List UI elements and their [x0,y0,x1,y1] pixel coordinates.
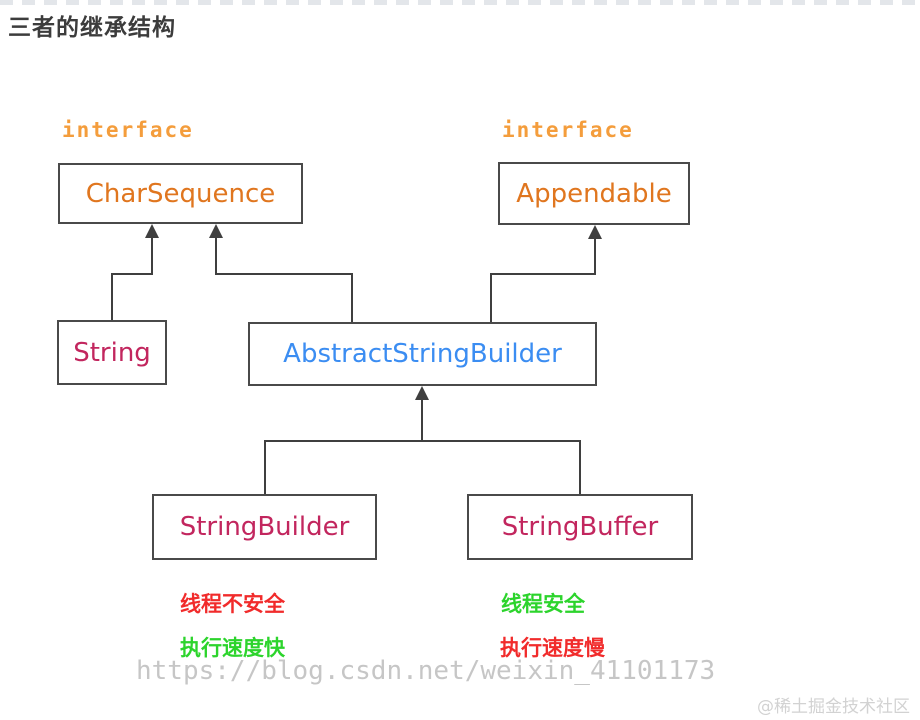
interface-stereotype-appendable: interface [502,118,634,142]
connector-children-to-asb [264,440,581,442]
top-dashed-divider [0,0,920,5]
node-appendable-label: Appendable [516,178,672,209]
node-abstract-string-builder: AbstractStringBuilder [248,322,597,386]
node-charsequence-label: CharSequence [85,178,276,209]
node-charsequence: CharSequence [58,163,303,224]
node-string-buffer: StringBuffer [467,494,693,560]
node-abstract-string-builder-label: AbstractStringBuilder [283,339,562,369]
connector-children-to-asb [421,399,423,441]
connector-asb-to-charsequence [215,237,217,275]
node-string-builder: StringBuilder [152,494,377,560]
connector-asb-to-appendable [490,273,492,322]
connector-string-to-charsequence [111,273,153,275]
arrowhead-up-icon [415,386,429,400]
node-string-label: String [73,337,151,368]
connector-stringbuilder-branch [264,440,266,494]
node-string-builder-label: StringBuilder [179,512,350,542]
arrowhead-up-icon [145,224,159,238]
arrowhead-up-icon [209,224,223,238]
connector-string-to-charsequence [151,237,153,275]
node-string-buffer-label: StringBuffer [501,512,659,542]
connector-stringbuffer-branch [579,440,581,494]
community-credit-watermark: @稀土掘金技术社区 [757,697,910,717]
connector-asb-to-charsequence [351,273,353,322]
annotation-stringbuilder-speed-fast: 执行速度快 [180,636,285,660]
annotation-stringbuilder-thread-unsafe: 线程不安全 [180,592,285,616]
connector-asb-to-appendable [490,273,596,275]
arrowhead-up-icon [588,225,602,239]
page-title: 三者的继承结构 [8,15,176,41]
connector-asb-to-appendable [594,238,596,275]
node-appendable: Appendable [498,162,690,225]
connector-asb-to-charsequence [215,273,353,275]
annotation-stringbuffer-speed-slow: 执行速度慢 [500,636,605,660]
interface-stereotype-charsequence: interface [62,118,194,142]
node-string: String [57,320,167,385]
annotation-stringbuffer-thread-safe: 线程安全 [501,592,585,616]
blog-url-watermark: https://blog.csdn.net/weixin_41101173 [136,656,716,686]
connector-string-to-charsequence [111,273,113,321]
